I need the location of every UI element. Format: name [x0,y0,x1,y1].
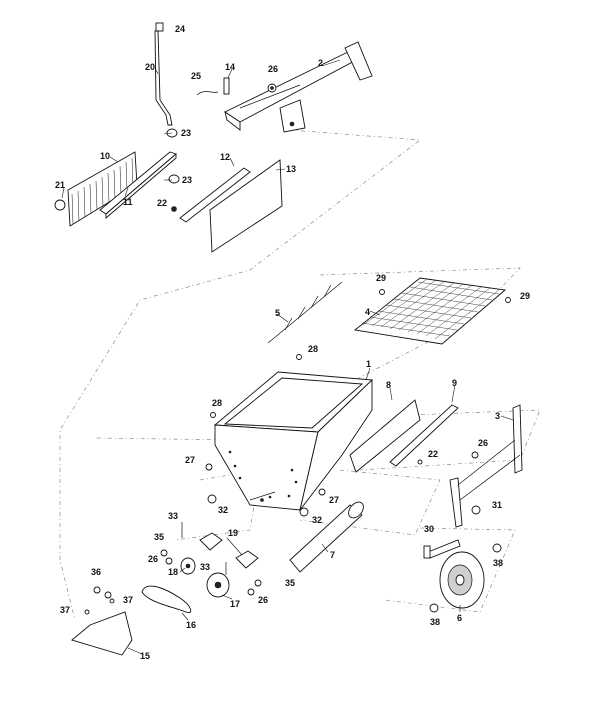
part-30-axle-bolt [423,539,461,559]
callout-19: 19 [228,528,238,538]
callout-33b: 33 [200,562,210,572]
callout-37b: 37 [123,595,133,605]
callout-15: 15 [140,651,150,661]
callout-23b: 23 [182,175,192,185]
callout-16: 16 [186,620,196,630]
part-2-hitch-tongue [224,41,373,133]
callout-6: 6 [457,613,462,623]
callout-38: 38 [493,558,503,568]
part-21-fastener [54,199,66,211]
part-8-strip [349,399,421,473]
callout-32: 32 [218,505,228,515]
part-1-hopper [213,371,374,511]
part-4-screen [353,277,507,345]
part-18-pulley [180,557,196,575]
callout-26: 26 [268,64,278,74]
callout-13: 13 [286,164,296,174]
callout-11: 11 [123,197,133,207]
callout-20: 20 [145,62,155,72]
part-13-flap [209,159,283,253]
part-11-brush-holder [99,151,177,219]
callout-22b: 22 [428,449,438,459]
callout-24: 24 [175,24,185,34]
callout-8: 8 [386,380,391,390]
callout-38b: 38 [430,617,440,627]
part-9-strip [389,404,459,467]
callout-18: 18 [168,567,178,577]
part-6-wheel [439,551,485,609]
callout-35: 35 [154,532,164,542]
part-7-roller [289,501,364,573]
callout-14: 14 [225,62,235,72]
callout-4: 4 [365,307,370,317]
callout-12: 12 [220,152,230,162]
callout-7: 7 [330,550,335,560]
callout-2: 2 [318,58,323,68]
part-5-agitator [267,281,343,344]
leader-lines [61,59,514,655]
callout-26c: 26 [148,554,158,564]
callout-28b: 28 [212,398,222,408]
part-3-bracket [449,404,523,528]
callout-31: 31 [492,500,502,510]
part-19-bearings [199,532,259,569]
callout-32b: 32 [312,515,322,525]
part-16-belt [141,585,192,614]
callout-25: 25 [191,71,201,81]
callout-17: 17 [230,599,240,609]
part-15-belt-guard [71,611,133,656]
callout-36: 36 [91,567,101,577]
callout-30: 30 [424,524,434,534]
callout-23: 23 [181,128,191,138]
misc-fasteners [84,289,511,615]
part-22-nut [171,206,177,212]
callout-29: 29 [376,273,386,283]
callout-29b: 29 [520,291,530,301]
callout-35b: 35 [285,578,295,588]
callout-26b: 26 [478,438,488,448]
part-17-pulley [206,572,230,598]
callout-26d: 26 [258,595,268,605]
callout-28: 28 [308,344,318,354]
callout-21: 21 [55,180,65,190]
callout-labels: 1 2 3 4 5 6 7 8 9 10 11 12 13 14 15 16 1… [55,24,530,661]
callout-9: 9 [452,378,457,388]
callout-27b: 27 [329,495,339,505]
callout-5: 5 [275,308,280,318]
callout-3: 3 [495,411,500,421]
callout-27: 27 [185,455,195,465]
callout-33: 33 [168,511,178,521]
callout-22: 22 [157,198,167,208]
part-12-strip [179,167,251,223]
callout-37: 37 [60,605,70,615]
top-hardware [196,77,277,96]
callout-10: 10 [100,151,110,161]
callout-1: 1 [366,359,371,369]
